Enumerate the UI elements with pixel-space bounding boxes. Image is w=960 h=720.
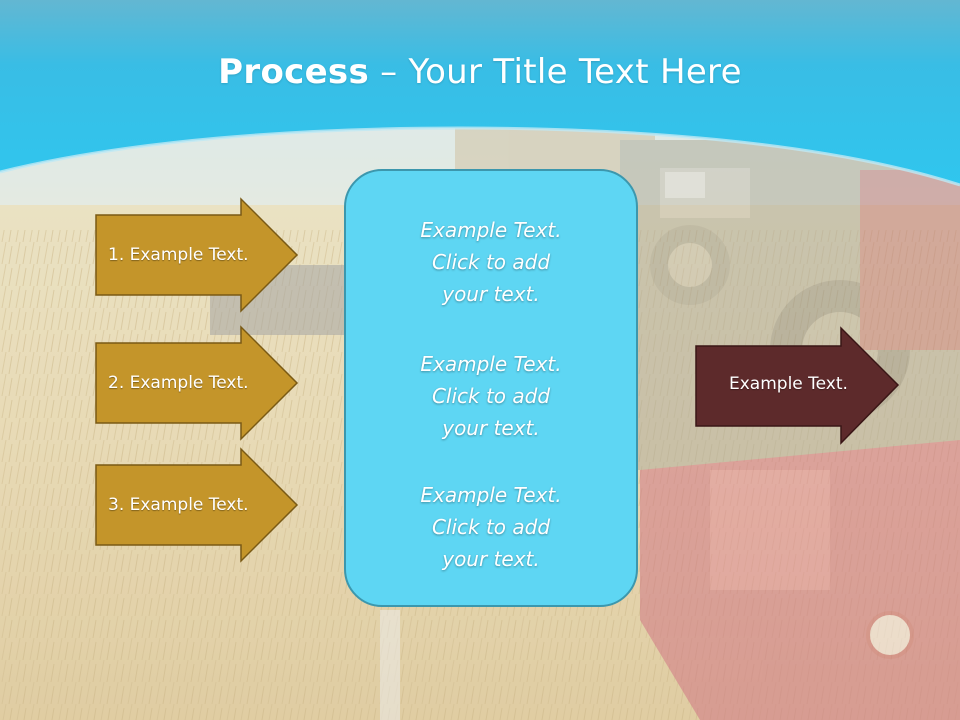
- center-text-panel[interactable]: Example Text. Click to add your text. Ex…: [344, 169, 638, 607]
- arrow-result[interactable]: Example Text.: [695, 326, 901, 445]
- panel-line: Click to add: [431, 384, 551, 408]
- arrow-shape: [695, 326, 900, 445]
- panel-line: Example Text.: [420, 218, 562, 242]
- arrow-step-1[interactable]: 1. Example Text.: [95, 197, 299, 313]
- panel-text-block-3: Example Text. Click to add your text.: [346, 479, 636, 575]
- arrow-step-3[interactable]: 3. Example Text.: [95, 447, 299, 563]
- panel-line: your text.: [442, 547, 540, 571]
- title-rest: – Your Title Text Here: [369, 52, 742, 92]
- arrow-shape: [95, 447, 299, 563]
- panel-line: Click to add: [431, 515, 551, 539]
- panel-line: your text.: [442, 416, 540, 440]
- arrow-label: Example Text.: [729, 374, 848, 394]
- panel-line: Example Text.: [420, 483, 562, 507]
- panel-line: Click to add: [431, 250, 551, 274]
- arrow-shape: [95, 197, 299, 313]
- panel-line: Example Text.: [420, 352, 562, 376]
- arrow-label: 2. Example Text.: [108, 373, 249, 393]
- title-bold: Process: [218, 52, 370, 92]
- arrow-label: 1. Example Text.: [108, 245, 249, 265]
- panel-text-block-1: Example Text. Click to add your text.: [346, 214, 636, 310]
- panel-text-block-2: Example Text. Click to add your text.: [346, 348, 636, 444]
- arrow-shape: [95, 325, 299, 441]
- arrow-step-2[interactable]: 2. Example Text.: [95, 325, 299, 441]
- slide-title[interactable]: Process – Your Title Text Here: [0, 52, 960, 92]
- panel-line: your text.: [442, 282, 540, 306]
- arrow-label: 3. Example Text.: [108, 495, 249, 515]
